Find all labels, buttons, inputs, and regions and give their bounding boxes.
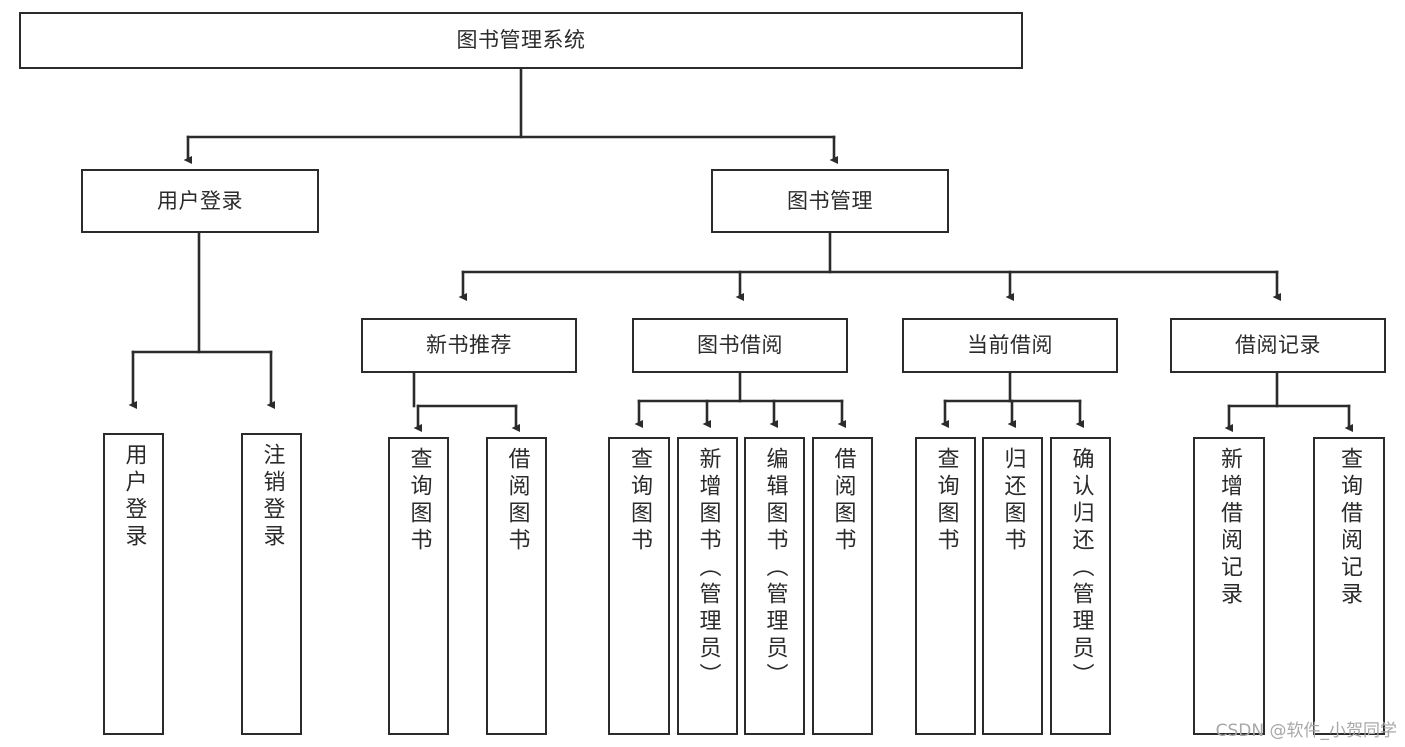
node-leaf-user-login[interactable]: 用户登录 bbox=[103, 433, 164, 735]
node-leaf-borrow-book-2[interactable]: 借阅图书 bbox=[812, 437, 873, 735]
node-current-borrow[interactable]: 当前借阅 bbox=[902, 318, 1118, 373]
node-leaf-confirm-return-label: 确认归还（管理员） bbox=[1068, 447, 1094, 690]
node-leaf-add-record[interactable]: 新增借阅记录 bbox=[1193, 437, 1265, 735]
node-leaf-query-book-1[interactable]: 查询图书 bbox=[388, 437, 449, 735]
node-leaf-query-book-1-label: 查询图书 bbox=[406, 447, 432, 555]
node-new-book-recommend-label: 新书推荐 bbox=[426, 333, 512, 358]
node-leaf-edit-book-label: 编辑图书（管理员） bbox=[762, 447, 788, 690]
node-leaf-query-book-2[interactable]: 查询图书 bbox=[608, 437, 670, 735]
node-leaf-confirm-return[interactable]: 确认归还（管理员） bbox=[1050, 437, 1111, 735]
node-book-management-label: 图书管理 bbox=[787, 188, 873, 213]
node-root[interactable]: 图书管理系统 bbox=[19, 12, 1023, 69]
node-leaf-borrow-book-1-label: 借阅图书 bbox=[504, 447, 530, 555]
node-leaf-edit-book[interactable]: 编辑图书（管理员） bbox=[744, 437, 805, 735]
node-book-borrow-label: 图书借阅 bbox=[697, 333, 783, 358]
node-book-management[interactable]: 图书管理 bbox=[711, 169, 949, 233]
node-leaf-query-book-3-label: 查询图书 bbox=[933, 447, 959, 555]
node-new-book-recommend[interactable]: 新书推荐 bbox=[361, 318, 577, 373]
node-leaf-query-record-label: 查询借阅记录 bbox=[1337, 447, 1362, 609]
node-book-borrow[interactable]: 图书借阅 bbox=[632, 318, 848, 373]
node-user-login-label: 用户登录 bbox=[157, 188, 243, 213]
node-borrow-record[interactable]: 借阅记录 bbox=[1170, 318, 1386, 373]
node-leaf-query-book-2-label: 查询图书 bbox=[627, 447, 652, 555]
node-leaf-logout-login-label: 注销登录 bbox=[259, 443, 285, 551]
node-leaf-return-book-label: 归还图书 bbox=[1000, 447, 1026, 555]
node-root-label: 图书管理系统 bbox=[456, 28, 586, 53]
node-borrow-record-label: 借阅记录 bbox=[1235, 333, 1321, 358]
node-leaf-logout-login[interactable]: 注销登录 bbox=[241, 433, 302, 735]
node-leaf-add-book[interactable]: 新增图书（管理员） bbox=[677, 437, 738, 735]
node-leaf-user-login-label: 用户登录 bbox=[121, 443, 147, 551]
node-leaf-borrow-book-2-label: 借阅图书 bbox=[830, 447, 856, 555]
node-leaf-borrow-book-1[interactable]: 借阅图书 bbox=[486, 437, 547, 735]
node-leaf-add-record-label: 新增借阅记录 bbox=[1217, 447, 1242, 609]
node-leaf-query-record[interactable]: 查询借阅记录 bbox=[1313, 437, 1385, 735]
node-user-login[interactable]: 用户登录 bbox=[81, 169, 319, 233]
node-leaf-query-book-3[interactable]: 查询图书 bbox=[915, 437, 976, 735]
node-leaf-add-book-label: 新增图书（管理员） bbox=[695, 447, 721, 690]
node-current-borrow-label: 当前借阅 bbox=[967, 333, 1053, 358]
node-leaf-return-book[interactable]: 归还图书 bbox=[982, 437, 1043, 735]
